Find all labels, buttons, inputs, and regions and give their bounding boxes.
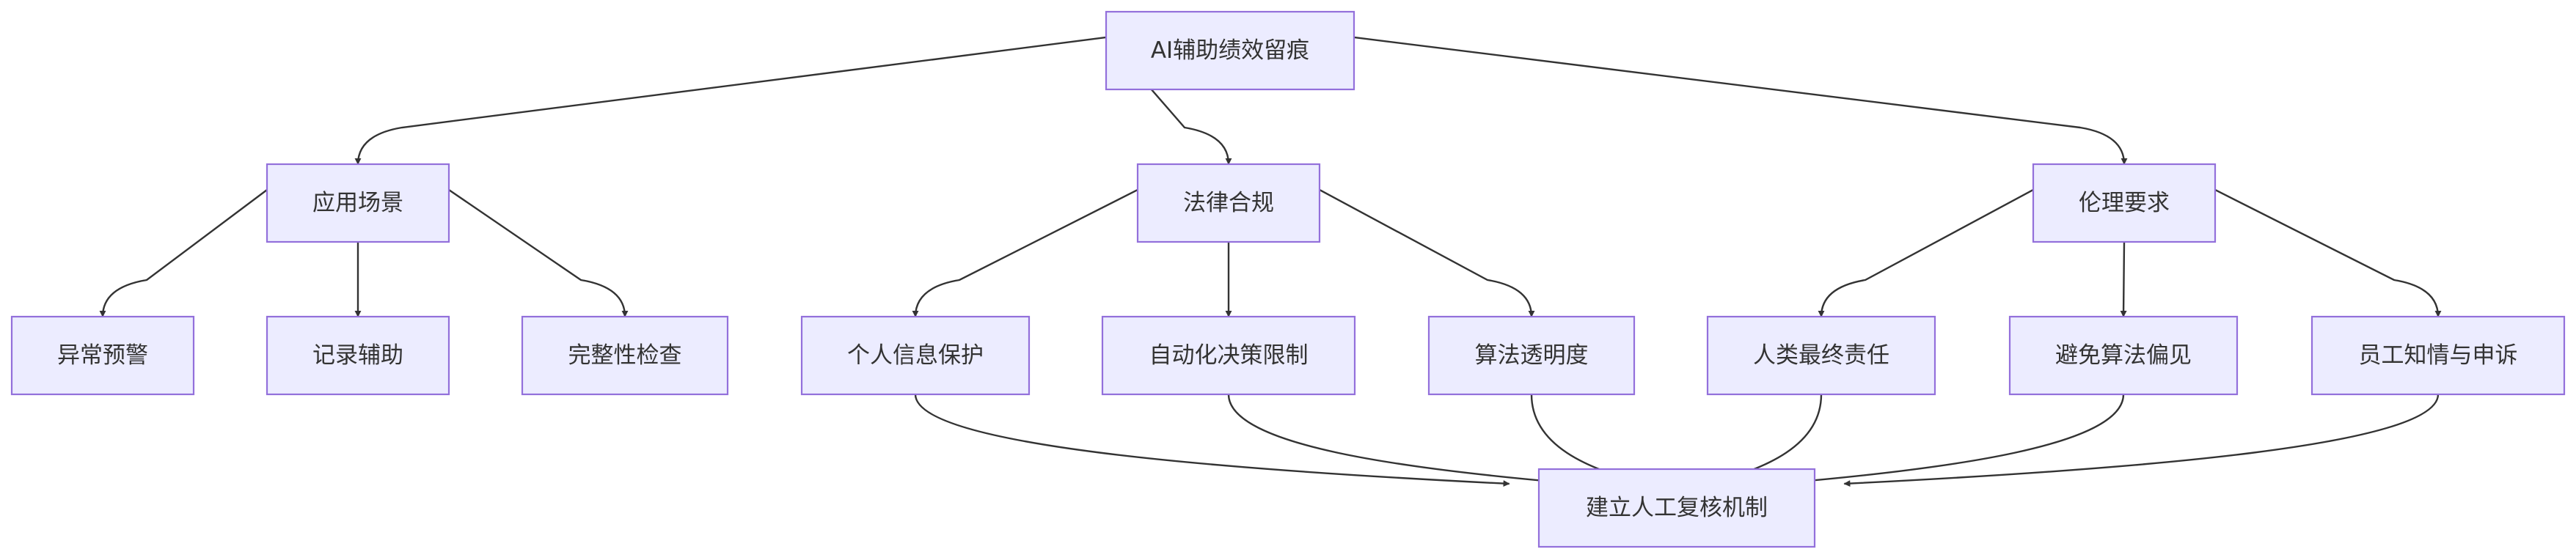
node-box (266, 315, 450, 396)
edge-scenario-to-alert (99, 189, 268, 317)
node-record: 记录辅助 (266, 315, 450, 396)
node-label: 伦理要求 (2079, 190, 2170, 216)
edge-root-to-ethics (1353, 36, 2128, 165)
node-box (1101, 315, 1356, 396)
node-box (2310, 315, 2566, 396)
node-privacy: 个人信息保护 (800, 315, 1031, 396)
node-legal: 法律合规 (1136, 163, 1321, 243)
node-box (2008, 315, 2239, 396)
node-label: 自动化决策限制 (1149, 342, 1309, 369)
edges-layer (99, 36, 2442, 487)
node-label: 算法透明度 (1475, 342, 1589, 369)
node-label: 记录辅助 (312, 342, 403, 369)
node-label: AI辅助绩效留痕 (1151, 37, 1309, 64)
node-box (521, 315, 729, 396)
node-label: 人类最终责任 (1753, 342, 1889, 369)
node-bias: 避免算法偏见 (2008, 315, 2239, 396)
node-label: 个人信息保护 (847, 342, 984, 369)
node-integrity: 完整性检查 (521, 315, 729, 396)
edge-legal-to-privacy (912, 188, 1138, 317)
node-label: 法律合规 (1183, 190, 1274, 216)
node-box (266, 163, 450, 243)
node-label: 应用场景 (312, 190, 403, 216)
node-transparency: 算法透明度 (1427, 315, 1636, 396)
node-root: AI辅助绩效留痕 (1105, 10, 1355, 91)
edge-consent-to-review (1843, 394, 2440, 487)
node-label: 建立人工复核机制 (1586, 495, 1768, 521)
node-box (1427, 315, 1636, 396)
node-label: 员工知情与申诉 (2359, 342, 2518, 369)
node-scenario: 应用场景 (266, 163, 450, 243)
edge-root-to-legal (1105, 37, 1232, 165)
node-label: 避免算法偏见 (2055, 342, 2192, 369)
edge-automation-to-review (1227, 394, 1579, 487)
edge-legal-to-transparency (1319, 188, 1535, 317)
node-review: 建立人工复核机制 (1537, 468, 1816, 548)
node-responsibility: 人类最终责任 (1706, 315, 1936, 396)
edge-privacy-to-review (914, 394, 1510, 487)
node-box (2032, 163, 2217, 243)
node-box (1706, 315, 1936, 396)
node-box (1105, 10, 1355, 91)
node-label: 完整性检查 (568, 342, 682, 369)
node-box (1537, 468, 1816, 548)
node-box (800, 315, 1031, 396)
edge-ethics-to-consent (2214, 188, 2442, 317)
edge-scenario-to-integrity (448, 188, 629, 317)
node-label: 异常预警 (57, 342, 148, 369)
node-ethics: 伦理要求 (2032, 163, 2217, 243)
edge-root-to-scenario (354, 36, 1107, 165)
edge-ethics-to-responsibility (1818, 188, 2034, 317)
edge-ethics-to-bias (2120, 241, 2127, 317)
node-alert: 异常预警 (10, 315, 195, 396)
node-automation: 自动化决策限制 (1101, 315, 1356, 396)
node-box (1136, 163, 1321, 243)
edge-bias-to-review (1774, 394, 2125, 487)
node-box (10, 315, 195, 396)
node-consent: 员工知情与申诉 (2310, 315, 2566, 396)
